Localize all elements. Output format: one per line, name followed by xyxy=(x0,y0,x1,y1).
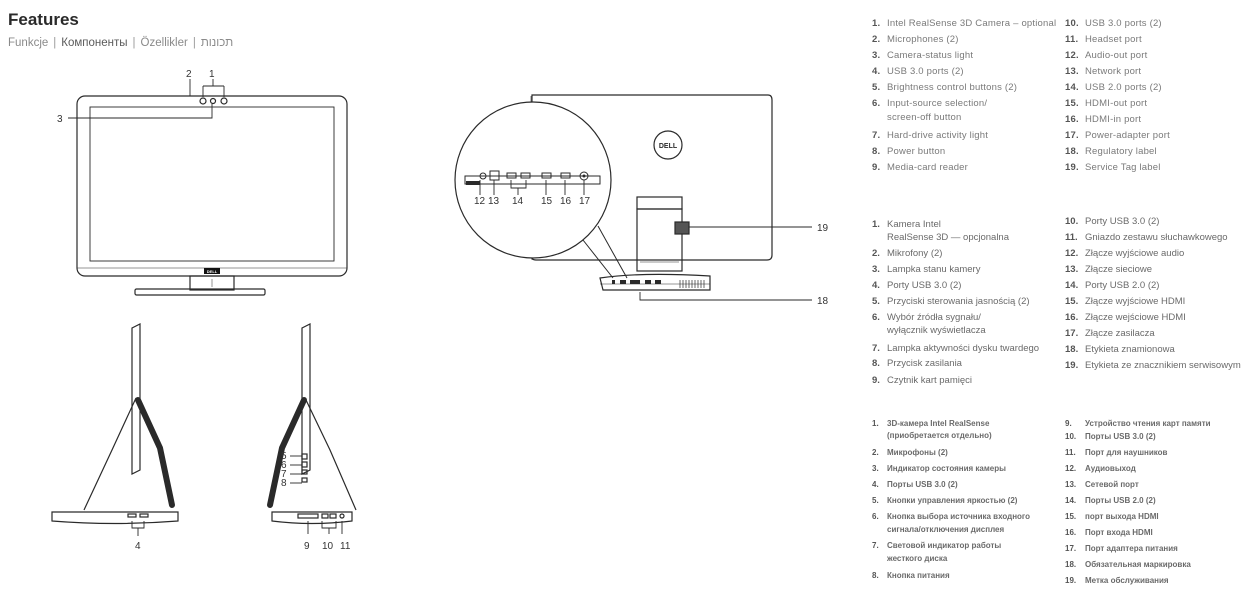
front-callout-2: 2 xyxy=(186,69,192,80)
lang-russian: Компоненты xyxy=(61,37,128,49)
front-callout-lines xyxy=(68,79,225,119)
front-logo-badge xyxy=(204,268,220,274)
back-callout-16: 16 xyxy=(560,196,572,207)
lang-hebrew: תכונות xyxy=(200,37,234,49)
side-callout-8: 8 xyxy=(281,478,287,489)
back-callout-18: 18 xyxy=(817,296,829,307)
language-subtitle: Funkcje | Компоненты | Özellikler | תכונות xyxy=(8,37,233,49)
side-left-callout-lines xyxy=(131,521,145,536)
back-base-ports xyxy=(612,280,661,284)
side-callout-5: 5 xyxy=(281,451,287,462)
side-right-callout-lines xyxy=(290,455,343,534)
lang-polish: Funkcje xyxy=(8,37,49,49)
separator: | xyxy=(192,37,196,49)
back-callout-17: 17 xyxy=(579,196,591,207)
front-callout-1: 1 xyxy=(209,69,215,80)
side-callout-11: 11 xyxy=(340,541,351,552)
back-dell-logo-text: DELL xyxy=(659,143,678,150)
back-callout-12: 12 xyxy=(474,196,486,207)
side-callout-9: 9 xyxy=(304,541,310,552)
front-view-monitor xyxy=(76,95,348,296)
side-view-left xyxy=(51,323,179,525)
side-view-right xyxy=(267,323,357,525)
back-vent xyxy=(679,280,705,288)
side-callout-7: 7 xyxy=(281,469,287,480)
back-dell-logo xyxy=(653,130,683,160)
back-callout-15: 15 xyxy=(541,196,553,207)
port-zoom-circle xyxy=(454,101,612,259)
back-callout-14: 14 xyxy=(512,196,524,207)
lang-turkish: Özellikler xyxy=(140,37,188,49)
side-callout-6: 6 xyxy=(281,460,287,471)
separator: | xyxy=(53,37,57,49)
side-callout-10: 10 xyxy=(322,541,334,552)
zoom-connector-lines xyxy=(582,225,628,279)
front-callout-3: 3 xyxy=(57,114,63,125)
back-callout-19: 19 xyxy=(817,223,829,234)
back-callout-lines xyxy=(479,180,812,301)
front-logo-text: DELL xyxy=(207,269,218,274)
separator: | xyxy=(132,37,136,49)
page-title: Features xyxy=(8,10,79,29)
side-callout-4: 4 xyxy=(135,541,141,552)
back-callout-13: 13 xyxy=(488,196,500,207)
